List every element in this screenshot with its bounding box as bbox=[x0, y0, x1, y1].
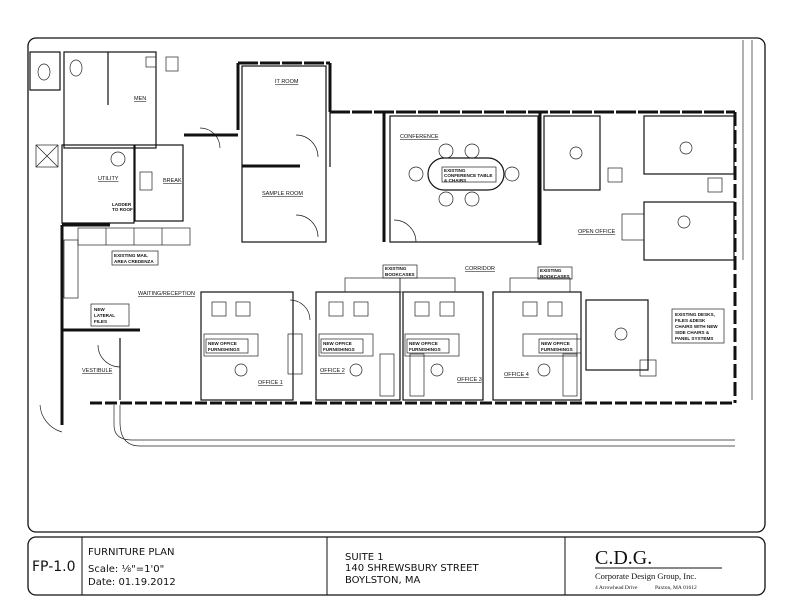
svg-text:LATERAL: LATERAL bbox=[94, 313, 115, 318]
shaft bbox=[35, 144, 59, 168]
vestibule bbox=[39, 303, 140, 433]
room-label-it-room: IT ROOM bbox=[275, 79, 299, 85]
note-bookcases: EXISTING bbox=[385, 266, 407, 271]
restroom-block bbox=[29, 51, 238, 224]
room-label-office-1: OFFICE 1 bbox=[258, 380, 283, 386]
note-ladder: LADDER bbox=[112, 202, 132, 207]
room-label-office-3: OFFICE 3 bbox=[457, 377, 482, 383]
room-label-office-2: OFFICE 2 bbox=[320, 368, 345, 374]
room-label-break: BREAK bbox=[163, 178, 182, 184]
sheet-number: FP-1.0 bbox=[32, 559, 76, 575]
svg-text:FILES &DESK: FILES &DESK bbox=[675, 318, 706, 323]
room-label-waiting: WAITING/RECEPTION bbox=[138, 291, 195, 297]
title-block: FP-1.0 FURNITURE PLAN Scale: ⅛"=1'0" Dat… bbox=[27, 536, 766, 596]
project-suite: SUITE 1 bbox=[345, 552, 384, 563]
chair-icon bbox=[464, 143, 480, 159]
utility-room bbox=[61, 144, 135, 224]
room-label-sample-room: SAMPLE ROOM bbox=[262, 191, 303, 197]
svg-text:BOOKCASES: BOOKCASES bbox=[385, 272, 415, 277]
toilet-icon bbox=[37, 63, 51, 81]
bookcase bbox=[509, 277, 571, 293]
drawing-border bbox=[27, 37, 766, 533]
toilet-icon bbox=[69, 59, 83, 77]
firm-address: 4 Arrowhead Drive bbox=[595, 585, 638, 591]
water-heater-icon bbox=[110, 151, 126, 167]
office-1 bbox=[200, 291, 294, 401]
conference-room bbox=[389, 115, 539, 243]
room-label-utility: UTILITY bbox=[98, 176, 119, 182]
it-sample-rooms bbox=[241, 65, 386, 243]
sidewalk-line bbox=[113, 405, 735, 441]
svg-text:BOOKCASES: BOOKCASES bbox=[540, 274, 570, 279]
mail-credenza bbox=[63, 227, 191, 299]
workstation bbox=[643, 115, 735, 175]
note-new-furnishings: NEW OFFICE bbox=[323, 341, 352, 346]
chair-icon bbox=[464, 191, 480, 207]
room-label-open-office: OPEN OFFICE bbox=[578, 229, 616, 235]
svg-text:PANEL SYSTEMS: PANEL SYSTEMS bbox=[675, 336, 713, 341]
note-files: NEW bbox=[94, 307, 105, 312]
chair-icon bbox=[679, 141, 693, 155]
note-new-furnishings: NEW OFFICE bbox=[208, 341, 237, 346]
exterior-walls bbox=[60, 40, 753, 425]
sink-icon bbox=[139, 171, 153, 191]
note-bookcases: EXISTING bbox=[540, 268, 562, 273]
room-label-vestibule: VESTIBULE bbox=[82, 368, 113, 374]
workstation bbox=[643, 201, 735, 261]
open-office bbox=[538, 112, 735, 261]
room-label-corridor: CORRIDOR bbox=[465, 266, 495, 272]
existing-desk-area bbox=[585, 299, 649, 371]
svg-text:FURNISHINGS: FURNISHINGS bbox=[541, 347, 573, 352]
svg-text:FURNISHINGS: FURNISHINGS bbox=[409, 347, 441, 352]
firm-name: Corporate Design Group, Inc. bbox=[595, 571, 696, 581]
office-2 bbox=[315, 291, 401, 401]
conference-table bbox=[427, 157, 505, 191]
svg-text:SIDE CHAIRS &: SIDE CHAIRS & bbox=[675, 330, 710, 335]
room-label-conference: CONFERENCE bbox=[400, 134, 439, 140]
sheet-date: Date: 01.19.2012 bbox=[88, 577, 176, 588]
chair-icon bbox=[569, 146, 583, 160]
chair-icon bbox=[438, 143, 454, 159]
workstation bbox=[543, 115, 601, 191]
svg-text:CHAIRS WITH NEW: CHAIRS WITH NEW bbox=[675, 324, 718, 329]
chair-icon bbox=[677, 215, 691, 229]
firm-city: Paxton, MA 01612 bbox=[655, 585, 697, 591]
room-label-men: MEN bbox=[134, 96, 146, 102]
sink-icon bbox=[165, 56, 179, 72]
bookcase bbox=[344, 277, 401, 293]
sink-icon bbox=[145, 56, 157, 68]
svg-text:AREA CREDENZA: AREA CREDENZA bbox=[114, 259, 154, 264]
chair-icon bbox=[504, 166, 520, 182]
svg-text:FILES: FILES bbox=[94, 319, 107, 324]
side-chair-icon bbox=[607, 167, 623, 183]
sheet-scale: Scale: ⅛"=1'0" bbox=[88, 564, 164, 575]
bookcase bbox=[399, 277, 456, 293]
svg-text:& CHAIRS: & CHAIRS bbox=[444, 178, 466, 183]
sheet-title: FURNITURE PLAN bbox=[88, 547, 174, 558]
room-label-office-4: OFFICE 4 bbox=[504, 372, 529, 378]
svg-text:FURNISHINGS: FURNISHINGS bbox=[208, 347, 240, 352]
note-existing-desks: EXISTING DESKS, bbox=[675, 312, 715, 317]
note-new-furnishings: NEW OFFICE bbox=[541, 341, 570, 346]
project-city: BOYLSTON, MA bbox=[345, 575, 420, 586]
chair-icon bbox=[408, 166, 424, 182]
break-room bbox=[134, 144, 184, 222]
note-mail: EXISTING MAIL bbox=[114, 253, 148, 258]
project-street: 140 SHREWSBURY STREET bbox=[345, 563, 479, 574]
svg-text:TO ROOF: TO ROOF bbox=[112, 207, 133, 212]
svg-text:FURNISHINGS: FURNISHINGS bbox=[323, 347, 355, 352]
side-chair-icon bbox=[707, 177, 723, 193]
note-new-furnishings: NEW OFFICE bbox=[409, 341, 438, 346]
note-conference: EXISTING bbox=[444, 168, 466, 173]
firm-logo: C.D.G. bbox=[595, 547, 652, 569]
svg-text:CONFERENCE TABLE: CONFERENCE TABLE bbox=[444, 173, 492, 178]
chair-icon bbox=[438, 191, 454, 207]
